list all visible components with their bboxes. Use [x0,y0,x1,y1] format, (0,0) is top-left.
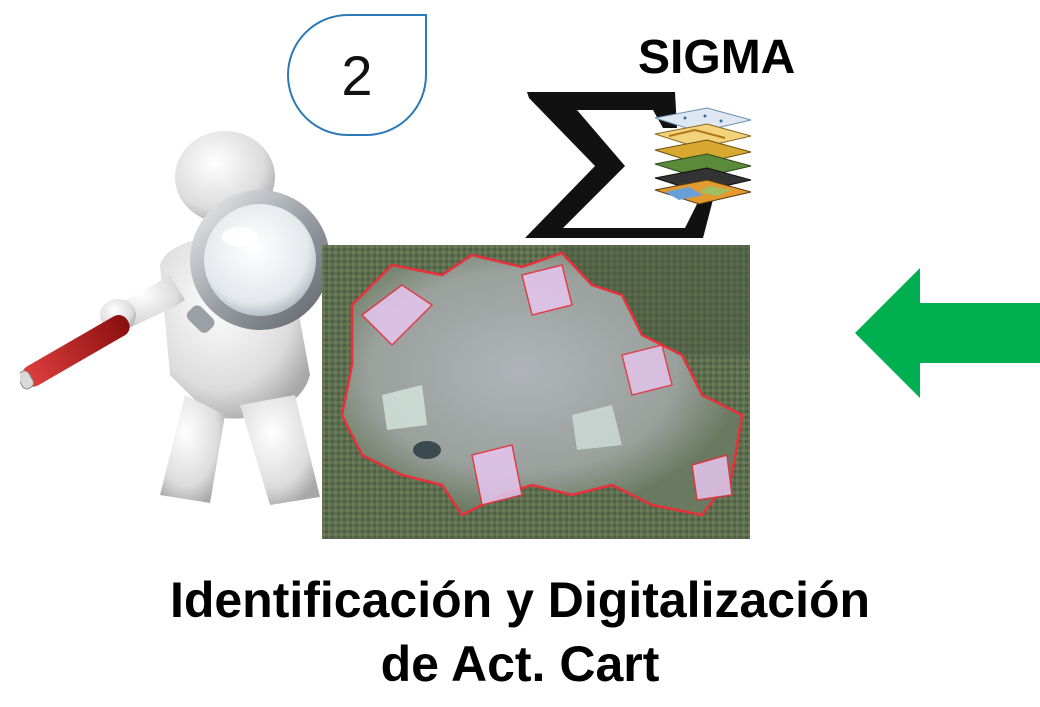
caption-line-1: Identificación y Digitalización [169,572,871,628]
left-arrow-icon [855,268,1040,398]
sigma-layers-icon [525,92,752,238]
caption-line-2: de Act. Cart [380,636,660,692]
person-magnifier-icon [20,131,330,505]
sigma-title: SIGMA [638,31,796,84]
caption: Identificación y Digitalización de Act. … [0,568,1040,696]
satellite-map-image [322,245,750,539]
step-number-badge: 2 [287,14,427,136]
